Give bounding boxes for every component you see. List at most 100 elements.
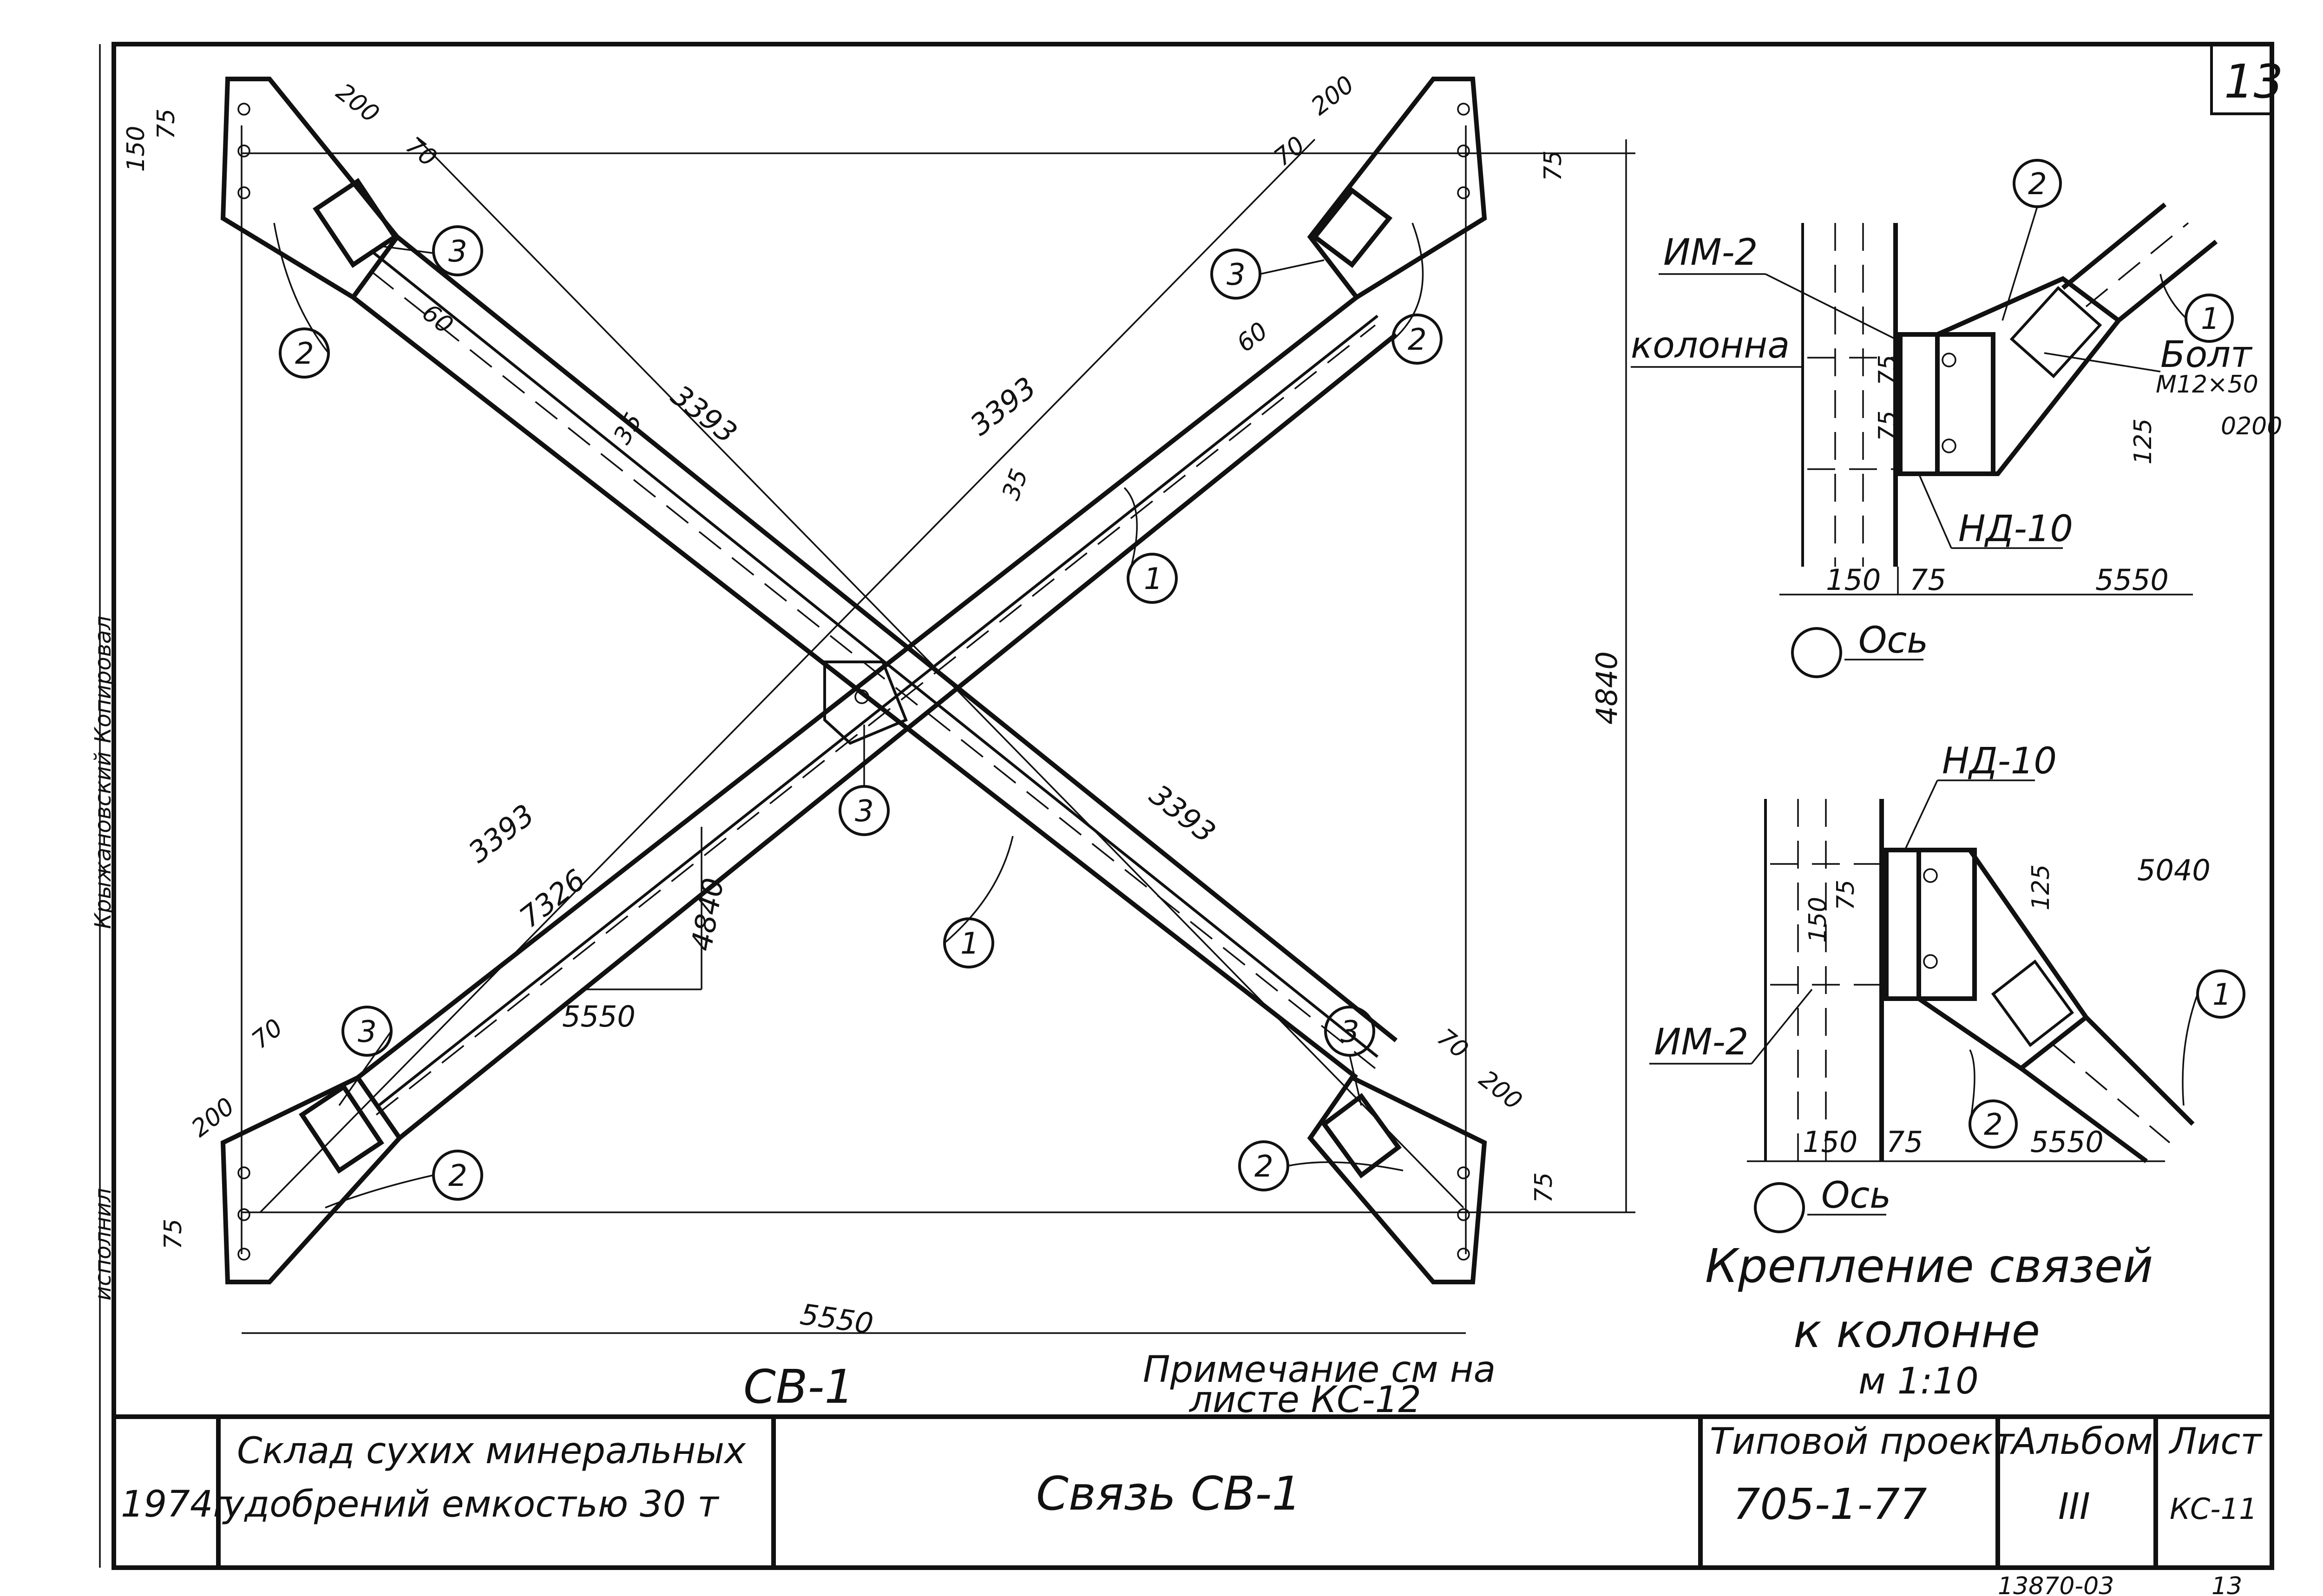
dim-edge-ll: 75 <box>159 1219 187 1249</box>
dim-gusset-ll: 200 <box>186 1092 240 1143</box>
top-bolt-label: Болт <box>2160 334 2253 376</box>
bottom-axis-marker <box>1754 1182 1805 1233</box>
bottom-clip-plate <box>1884 848 1977 1001</box>
dim-flange-b: 35 <box>997 465 1034 504</box>
dim-gusset-ul: 200 <box>331 78 384 128</box>
top-brace-plate <box>2009 286 2102 379</box>
tb-sheet-label: Лист <box>2168 1421 2263 1463</box>
dim-half-diag-ll: 3393 <box>462 798 540 870</box>
footer-code: 13870-03 <box>1998 1572 2114 1596</box>
gusset-plate-ll <box>220 1074 403 1284</box>
mark-2-ll: 2 <box>448 1159 467 1193</box>
top-d75-horiz: 75 <box>1910 563 1946 597</box>
tb-year: 1974г <box>121 1484 233 1525</box>
mark-2-ur: 2 <box>1408 323 1427 357</box>
dim-weld-ur: 60 <box>1232 317 1273 358</box>
dim-diag-height: 4840 <box>684 876 730 954</box>
top-gusset <box>1935 276 2122 476</box>
top-um-label: ИМ-2 <box>1663 232 1758 274</box>
top-mark-1-text: 1 <box>2201 302 2220 336</box>
connection-plate-lr <box>1321 1092 1402 1179</box>
tb-project-label: Типовой проект <box>1710 1421 2015 1463</box>
dim-gusset-ur: 200 <box>1306 71 1359 121</box>
detail-title-line-1: Крепление связей <box>1705 1239 2153 1293</box>
bracing-main-view: 5550 4840 3393 3393 3393 3393 7326 4840 … <box>122 71 1635 1341</box>
mark-1-right: 1 <box>1144 562 1163 596</box>
bottom-um-label: ИМ-2 <box>1654 1021 1748 1063</box>
tb-album-value: III <box>2058 1486 2090 1528</box>
detail-top: 2 1 ИМ-2 колонна НД-10 Болт М12×50 0200 … <box>1631 159 2282 678</box>
title-block <box>114 1414 2272 1568</box>
drawing-frame <box>99 42 2274 1570</box>
dim-height-right: 4840 <box>1590 651 1624 725</box>
bottom-mark-2-text: 2 <box>1984 1108 2003 1142</box>
dim-plate-lr: 70 <box>1432 1023 1473 1064</box>
detail-bottom: НД-10 ИМ-2 5040 125 150 75 150 75 5550 2… <box>1649 740 2245 1233</box>
dim-diag-width: 5550 <box>562 1000 636 1033</box>
center-crossing-plate <box>823 661 908 745</box>
mark-1-bottom: 1 <box>960 927 979 961</box>
tb-drawing-title: Связь СВ-1 <box>1036 1466 1301 1521</box>
dim-half-diag-ul: 3393 <box>665 378 743 450</box>
dim-half-diag-ur: 3393 <box>964 370 1042 442</box>
top-clip-plate <box>1898 332 1995 476</box>
top-nd-label: НД-10 <box>1958 508 2073 550</box>
dim-half-diag-lr: 3393 <box>1143 778 1222 850</box>
bottom-d150-v: 150 <box>1804 897 1832 943</box>
dim-plate-ur: 70 <box>1269 131 1310 172</box>
bottom-axis-label: Ось <box>1821 1175 1891 1217</box>
mark-3-lr: 3 <box>1340 1015 1359 1049</box>
dim-edge-lr: 75 <box>1530 1172 1558 1203</box>
bottom-brace-plate <box>1991 959 2074 1047</box>
mark-2-ul: 2 <box>295 337 314 371</box>
dim-plate-ll: 70 <box>247 1014 288 1054</box>
side-name-2: Копировал <box>90 616 116 743</box>
mark-leaders <box>273 222 1424 1209</box>
tb-project-number: 705-1-77 <box>1733 1479 1927 1529</box>
top-axis-marker <box>1791 627 1842 678</box>
diagonal-member-a <box>351 235 1398 1079</box>
tb-album-label: Альбом <box>2009 1421 2153 1463</box>
side-executed: исполнил <box>90 1188 116 1301</box>
dim-width-bottom: 5550 <box>798 1297 875 1341</box>
footer-page: 13 <box>2211 1572 2242 1596</box>
dim-edge-ur: 75 <box>1539 150 1567 181</box>
side-name-1: Крыжановский <box>90 752 116 929</box>
tb-object-line-2: удобрений емкостью 30 т <box>222 1484 720 1525</box>
bottom-d5550: 5550 <box>2030 1125 2104 1159</box>
side-stamp: исполнил Крыжановский Копировал <box>90 616 116 1301</box>
gusset-plate-ur <box>1307 77 1487 301</box>
mark-3-center: 3 <box>855 794 874 829</box>
top-d200: 0200 <box>2221 412 2282 440</box>
bottom-d75-h: 75 <box>1886 1125 1923 1159</box>
gusset-plate-ul <box>220 77 400 301</box>
connection-plate-ll <box>299 1084 384 1174</box>
bottom-d5040: 5040 <box>2137 853 2211 887</box>
gusset-bolts <box>237 103 1470 1261</box>
bottom-nd-label: НД-10 <box>1942 740 2057 782</box>
connection-plate-ur <box>1311 187 1393 268</box>
note-line-1: Примечание см на <box>1143 1349 1496 1391</box>
sheet-number: 13 <box>2224 54 2283 109</box>
note-line-2: листе КС-12 <box>1188 1379 1421 1421</box>
top-axis-label: Ось <box>1858 620 1928 661</box>
dim-vert-ul: 150 <box>122 126 150 172</box>
mark-3-ul: 3 <box>448 235 467 269</box>
bottom-d125: 125 <box>2027 864 2055 910</box>
dim-plate-ul: 70 <box>400 131 442 172</box>
main-view-title: СВ-1 <box>743 1360 854 1414</box>
diagonal-member-b <box>356 295 1398 1140</box>
dim-gusset-lr: 200 <box>1474 1065 1527 1115</box>
mark-3-ur: 3 <box>1227 258 1246 292</box>
dim-weld-ul: 60 <box>417 299 458 340</box>
top-d75-v2: 75 <box>1874 411 1902 441</box>
top-d125: 125 <box>2129 419 2157 464</box>
tb-sheet-value: КС-11 <box>2170 1492 2257 1526</box>
bottom-d75-v: 75 <box>1832 880 1860 910</box>
bottom-mark-1-text: 1 <box>2212 978 2231 1012</box>
top-d5550: 5550 <box>2095 563 2169 597</box>
top-d150: 150 <box>1826 563 1881 597</box>
detail-scale: м 1:10 <box>1858 1361 1979 1402</box>
center-bolt <box>854 689 869 704</box>
